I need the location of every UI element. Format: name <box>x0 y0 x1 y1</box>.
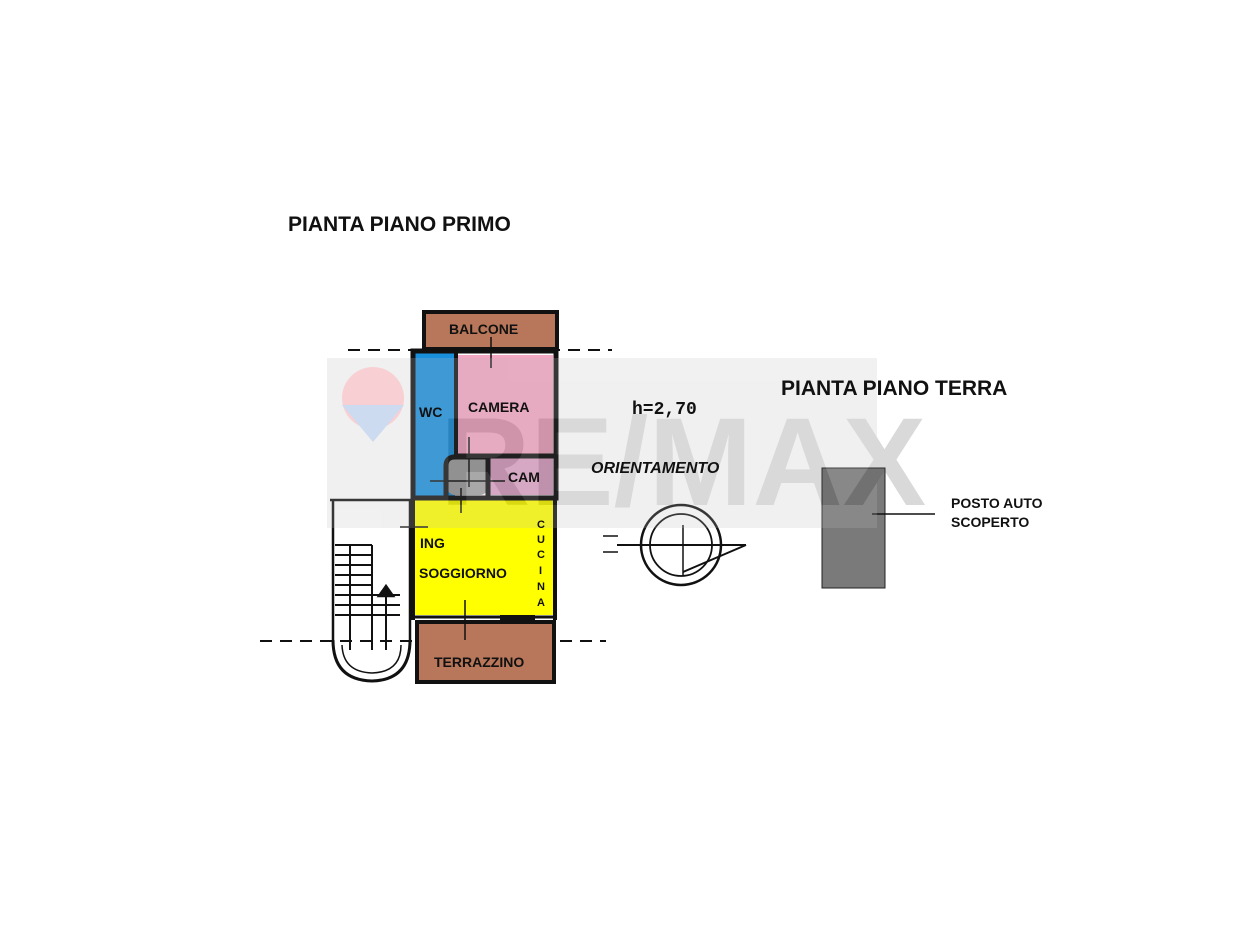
room-cam <box>490 457 553 495</box>
walls <box>400 337 559 640</box>
room-terrazzino <box>415 620 556 684</box>
orientation-label: ORIENTAMENTO <box>591 460 720 477</box>
svg-text:RE/MAX: RE/MAX <box>440 393 926 532</box>
label-balcone: BALCONE <box>449 321 518 337</box>
svg-text:I: I <box>539 565 542 577</box>
svg-text:A: A <box>537 597 545 609</box>
label-terrazzino: TERRAZZINO <box>434 654 524 670</box>
room-soggiorno <box>414 500 553 615</box>
svg-text:N: N <box>537 581 545 593</box>
height-label: h=2,70 <box>632 400 697 420</box>
svg-text:C: C <box>537 519 545 531</box>
parking-label-line2: SCOPERTO <box>951 514 1029 530</box>
room-camera <box>457 355 553 455</box>
title-first-floor: PIANTA PIANO PRIMO <box>288 213 511 236</box>
svg-text:C: C <box>537 549 545 561</box>
label-camera: CAMERA <box>468 399 529 415</box>
label-cucina: C U C I N A <box>537 519 545 609</box>
label-wc: WC <box>419 404 442 420</box>
parking-label-line1: POSTO AUTO <box>951 495 1043 511</box>
label-cam: CAM <box>508 469 540 485</box>
compass-icon <box>603 503 747 587</box>
svg-text:U: U <box>537 534 545 546</box>
title-ground-floor: PIANTA PIANO TERRA <box>781 377 1007 400</box>
label-ing: ING <box>420 535 445 551</box>
room-corridor <box>447 457 488 495</box>
remax-watermark: RE/MAX <box>327 358 926 532</box>
staircase <box>330 498 412 683</box>
label-soggiorno: SOGGIORNO <box>419 565 507 581</box>
parking-space <box>821 467 886 589</box>
